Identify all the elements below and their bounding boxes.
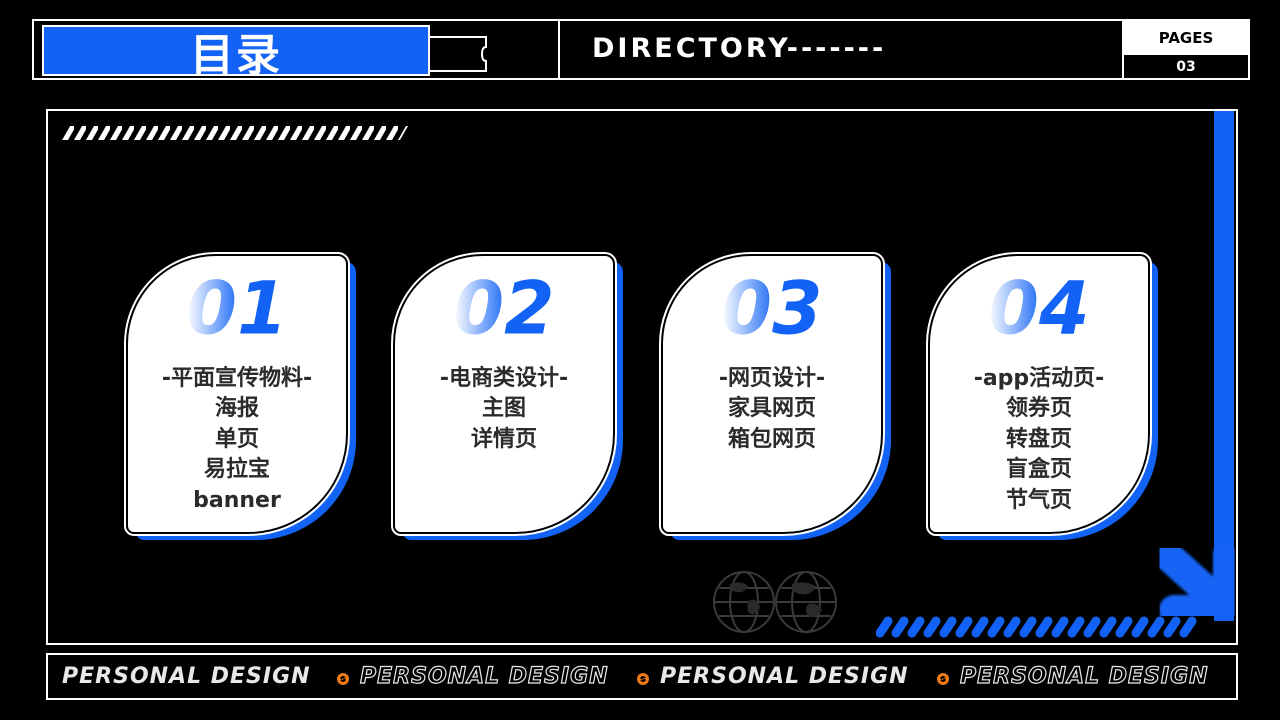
list-item: 转盘页 <box>1005 426 1072 452</box>
card-title: -网页设计- <box>718 366 826 391</box>
pages-number: 03 <box>1124 55 1248 78</box>
card-item-list: 家具网页 箱包网页 <box>663 394 881 455</box>
list-item: 家具网页 <box>727 396 816 421</box>
card-item-list: 主图 详情页 <box>395 394 613 455</box>
card-title: -电商类设计- <box>439 366 569 391</box>
directory-card-2[interactable]: 02 -电商类设计- 主图 详情页 <box>391 252 623 540</box>
card-body: 02 -电商类设计- 主图 详情页 <box>391 252 617 536</box>
globe-icon <box>713 571 837 633</box>
directory-card-4[interactable]: 04 -app活动页- 领券页 转盘页 盲盒页 节气页 <box>926 252 1158 540</box>
card-title: -app活动页- <box>973 366 1105 391</box>
svg-text:04: 04 <box>988 270 1089 340</box>
card-number: 04 <box>988 270 1089 340</box>
footer-text-2: PERSONAL DESIGN <box>359 663 609 689</box>
card-body: 01 -平面宣传物料- 海报 单页 易拉宝 banner <box>124 252 350 536</box>
directory-card-1[interactable]: 01 -平面宣传物料- 海报 单页 易拉宝 banner <box>124 252 356 540</box>
card-number: 03 <box>721 270 822 340</box>
page-title: 目录 <box>190 29 282 81</box>
diagonal-stripes-decoration <box>62 126 408 140</box>
title-block: 目录 <box>42 25 430 81</box>
orange-dot-icon <box>337 673 349 685</box>
orange-dot-icon <box>637 673 649 685</box>
dash-row-decoration <box>876 616 1197 638</box>
list-item: 详情页 <box>470 426 537 452</box>
card-body: 04 -app活动页- 领券页 转盘页 盲盒页 节气页 <box>926 252 1152 536</box>
card-number: 02 <box>453 270 554 340</box>
list-item: 易拉宝 <box>203 457 270 482</box>
svg-text:02: 02 <box>453 270 554 340</box>
list-item: 海报 <box>214 396 259 421</box>
directory-card-3[interactable]: 03 -网页设计- 家具网页 箱包网页 <box>659 252 891 540</box>
content-frame <box>46 109 1238 645</box>
list-item: 节气页 <box>1005 487 1072 513</box>
footer-text-4: PERSONAL DESIGN <box>959 663 1209 689</box>
list-item: 主图 <box>481 396 526 421</box>
card-number: 01 <box>186 270 287 340</box>
arrow-down-right-icon <box>1151 539 1243 625</box>
list-item: 盲盒页 <box>1005 457 1072 482</box>
card-item-list: 海报 单页 易拉宝 banner <box>128 394 346 516</box>
header-bar: 目录 DIRECTORY------- PAGES 03 <box>32 19 1250 81</box>
footer-text-3: PERSONAL DESIGN <box>660 664 909 689</box>
directory-heading: DIRECTORY------- <box>592 33 887 64</box>
list-item: banner <box>193 487 281 513</box>
list-item: 单页 <box>214 426 259 452</box>
card-title: -平面宣传物料- <box>161 366 313 391</box>
orange-dot-icon <box>937 673 949 685</box>
list-item: 箱包网页 <box>727 426 816 452</box>
pages-label: PAGES <box>1124 21 1248 55</box>
card-body: 03 -网页设计- 家具网页 箱包网页 <box>659 252 885 536</box>
footer-banner: PERSONAL DESIGN PERSONAL DESIGN PERSONAL… <box>46 653 1238 700</box>
card-item-list: 领券页 转盘页 盲盒页 节气页 <box>930 394 1148 516</box>
title-tab-shape <box>430 36 487 72</box>
pages-indicator: PAGES 03 <box>1122 19 1250 80</box>
list-item: 领券页 <box>1005 396 1072 421</box>
footer-text-1: PERSONAL DESIGN <box>62 664 311 689</box>
header-divider <box>558 21 560 78</box>
svg-text:01: 01 <box>186 270 287 340</box>
frame-accent-bar <box>1214 111 1234 621</box>
svg-text:03: 03 <box>721 270 822 340</box>
